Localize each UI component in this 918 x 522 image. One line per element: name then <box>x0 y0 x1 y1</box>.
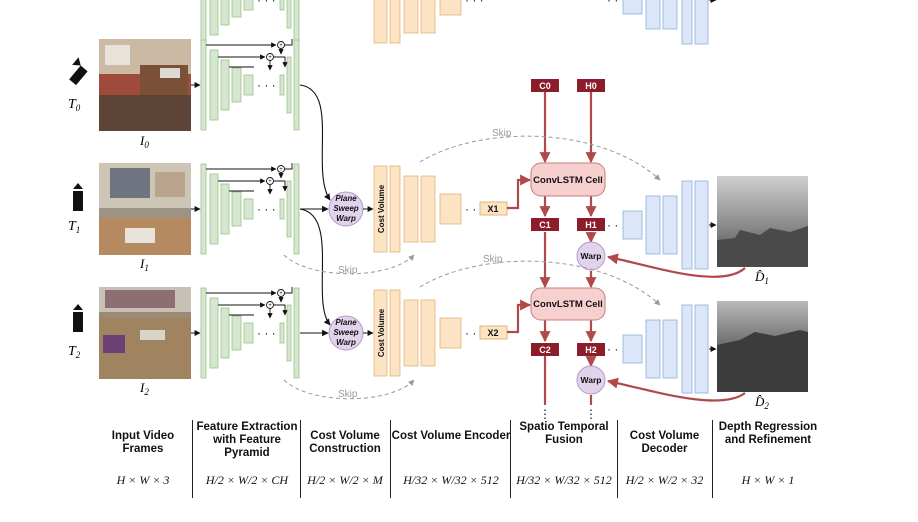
column-title-encoder: Cost Volume Encoder <box>391 430 511 442</box>
column-title-decoder: Cost Volume Decoder <box>629 430 700 455</box>
svg-text:C1: C1 <box>539 220 551 230</box>
svg-text:H0: H0 <box>585 81 597 91</box>
state-h1 <box>577 218 605 231</box>
depth-output-1 <box>717 176 808 267</box>
input-frame-1: T1 I1 <box>68 163 191 273</box>
column-title-depth: Depth Regression and Refinement <box>718 421 818 446</box>
convlstm-label: ConvLSTM Cell <box>533 299 603 310</box>
state-c2 <box>531 343 559 356</box>
image-label-0: I0 <box>139 133 149 150</box>
plane-sweep-label: Sweep <box>333 328 358 337</box>
frame-image-0 <box>99 39 191 131</box>
cost-volume-encoder: · · · <box>373 0 484 44</box>
column-separator <box>192 420 193 498</box>
input-frame-2: T2 I2 <box>68 287 191 397</box>
frame-image-2 <box>99 287 191 379</box>
latent-x2: X2 <box>479 325 508 340</box>
column-dim-fusion: H/32 × W/32 × 512 <box>516 473 612 487</box>
column-dim-feature: H/2 × W/2 × CH <box>205 473 289 487</box>
image-label-1: I1 <box>139 256 149 273</box>
warp-label: Warp <box>581 251 602 261</box>
depth-label-1: D̂1 <box>754 269 769 286</box>
svg-text:· · ·: · · · <box>257 0 276 7</box>
cost-volume-decoder: · · · <box>607 0 717 45</box>
skip-label: Skip <box>338 389 358 400</box>
feature-pyramid-1 <box>201 163 299 254</box>
plane-sweep-warp-1: Plane Sweep Warp <box>328 191 364 227</box>
hidden-warp-2 <box>576 365 606 395</box>
svg-text:⋮: ⋮ <box>539 407 551 421</box>
depth-label-2: D̂2 <box>754 394 769 411</box>
plane-sweep-label: Plane <box>335 318 357 327</box>
pyramid-to-warp-curves <box>299 84 331 337</box>
convlstm-cell-1 <box>530 162 606 197</box>
hidden-warp-1 <box>576 241 606 271</box>
encoder-2 <box>373 289 485 377</box>
state-h2 <box>577 343 605 356</box>
column-separator <box>617 420 618 498</box>
plane-sweep-label: Warp <box>336 214 356 223</box>
feature-pyramid-0 <box>201 39 299 130</box>
plane-sweep-warp-2: Plane Sweep Warp <box>328 315 364 351</box>
image-label-2: I2 <box>139 380 149 397</box>
column-separator <box>712 420 713 498</box>
column-dim-input: H × W × 3 <box>116 473 170 487</box>
encoder-1 <box>373 165 485 253</box>
decoder-1 <box>607 181 716 269</box>
state-c1 <box>531 218 559 231</box>
decoder-2 <box>607 305 716 393</box>
column-dim-encoder: H/32 × W/32 × 512 <box>403 473 499 487</box>
column-dim-costvol: H/2 × W/2 × M <box>307 473 383 487</box>
svg-text:H2: H2 <box>585 345 597 355</box>
camera-label-0: T0 <box>68 97 81 113</box>
cost-volume-label: Cost Volume <box>377 184 386 233</box>
svg-text:· · ·: · · · <box>465 0 484 7</box>
column-dim-depth: H × W × 1 <box>741 473 795 487</box>
column-separator <box>510 420 511 498</box>
svg-text:C2: C2 <box>539 345 551 355</box>
skip-label: Skip <box>338 265 358 276</box>
column-title-input: Input Video Frames <box>111 430 175 455</box>
camera-icon <box>73 304 83 332</box>
input-arrows <box>191 82 201 336</box>
input-frame-0: T0 I0 <box>68 39 191 150</box>
cost-volume-label: Cost Volume <box>377 308 386 357</box>
plane-sweep-label: Warp <box>336 338 356 347</box>
convlstm-label: ConvLSTM Cell <box>533 175 603 186</box>
skip-label: Skip <box>483 254 503 265</box>
column-separator <box>300 420 301 498</box>
feature-pyramid: · · · + + <box>200 0 300 46</box>
lstm-fusion: C0 H0 ⋮ ⋮ ConvLSTM Cell ConvLSTM Cell <box>507 79 746 421</box>
frame-image-1 <box>99 163 191 255</box>
column-dim-decoder: H/2 × W/2 × 32 <box>625 473 704 487</box>
feature-pyramid-2 <box>201 287 299 378</box>
svg-text:⋮: ⋮ <box>585 407 597 421</box>
svg-text:X1: X1 <box>487 204 498 214</box>
svg-text:H1: H1 <box>585 220 597 230</box>
depth-output-2 <box>717 301 808 392</box>
state-c0 <box>531 79 559 92</box>
latent-x1: X1 <box>479 201 508 216</box>
camera-label-2: T2 <box>68 344 81 360</box>
column-title-feature: Feature Extraction with Feature Pyramid <box>196 421 298 459</box>
warp-to-cost-arrows <box>363 206 374 336</box>
column-title-costvol: Cost Volume Construction <box>309 430 381 455</box>
skip-connections <box>283 135 661 400</box>
svg-text:· · ·: · · · <box>607 0 626 7</box>
svg-text:X2: X2 <box>487 328 498 338</box>
svg-text:C0: C0 <box>539 81 551 91</box>
camera-label-1: T1 <box>68 219 80 235</box>
plane-sweep-label: Plane <box>335 194 357 203</box>
warp-label: Warp <box>581 375 602 385</box>
column-separator <box>390 420 391 498</box>
convlstm-cell-2 <box>530 287 606 321</box>
camera-icon <box>69 57 88 86</box>
state-h0 <box>577 79 605 92</box>
camera-icon <box>73 183 83 211</box>
column-title-fusion: Spatio Temporal Fusion <box>519 421 609 446</box>
plane-sweep-label: Sweep <box>333 204 358 213</box>
skip-label: Skip <box>492 128 512 139</box>
